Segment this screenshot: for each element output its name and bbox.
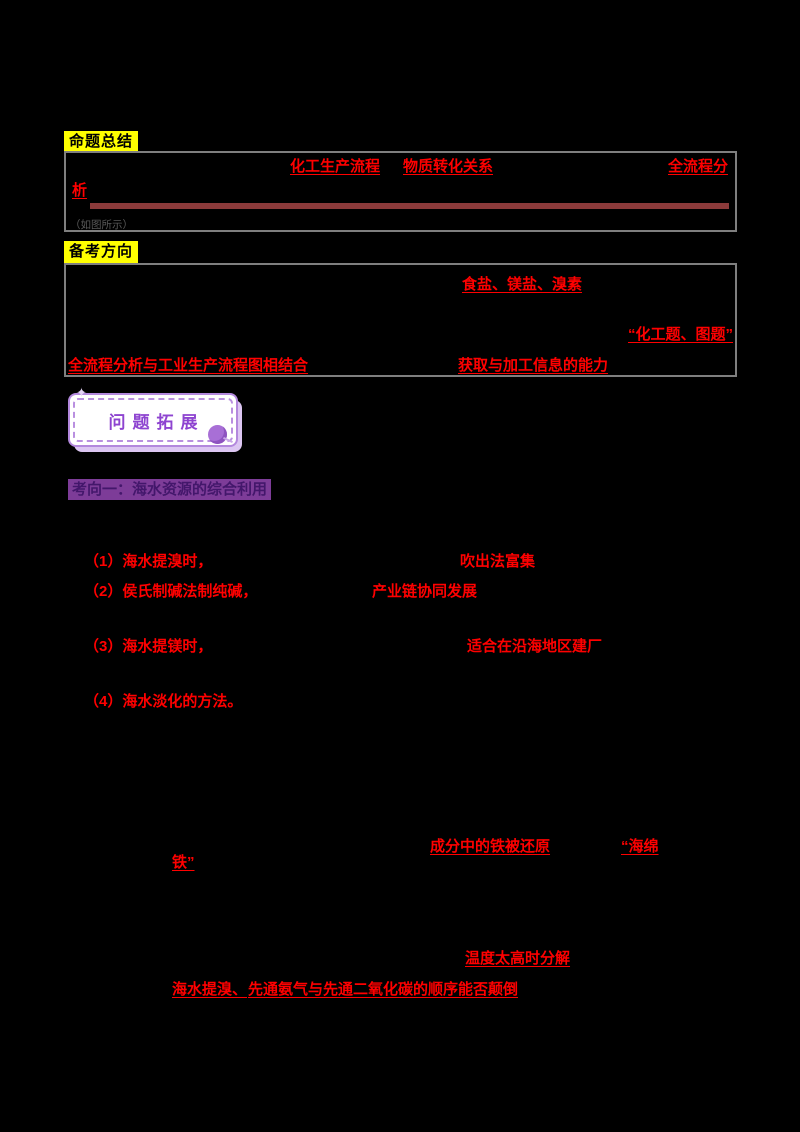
question-expansion-badge: 问题拓展 ✦ xyxy=(68,385,242,452)
note-bromine: 海水提溴、 xyxy=(172,981,248,998)
badge-frame: 问题拓展 xyxy=(68,393,238,447)
prep-heading: 备考方向 xyxy=(64,241,139,263)
summary-heading: 命题总结 xyxy=(64,131,139,153)
prep-box xyxy=(64,263,737,377)
question-2-keyword: 产业链协同发展 xyxy=(372,583,478,600)
balloon-icon xyxy=(208,425,227,444)
note-temperature: 温度太高时分解 xyxy=(465,950,571,967)
question-1-lead: （1）海水提溴时， xyxy=(84,553,213,570)
note-sponge-iron-close: 铁” xyxy=(172,854,195,871)
keyword-question-types: “化工题、图题” xyxy=(628,326,734,343)
keyword-substances: 食盐、镁盐、溴素 xyxy=(462,276,583,293)
summary-box xyxy=(64,151,737,232)
keyword-full-flow-2: 析 xyxy=(72,182,88,199)
keyword-full-flow-analysis: 全流程分析与工业生产流程图相结合 xyxy=(68,357,309,374)
keyword-substance-conversion: 物质转化关系 xyxy=(403,158,494,175)
figure-note: （如图所示） xyxy=(70,219,133,231)
note-sponge-iron-open: “海绵 xyxy=(621,838,659,855)
question-3-lead: （3）海水提镁时， xyxy=(84,638,213,655)
note-gas-order: 先通氨气与先通二氧化碳的顺序能否颠倒 xyxy=(248,981,519,998)
question-1-keyword: 吹出法富集 xyxy=(460,553,536,570)
keyword-process-flow: 化工生产流程 xyxy=(290,158,381,175)
topic-heading: 考向一：海水资源的综合利用 xyxy=(68,479,272,500)
question-3-keyword: 适合在沿海地区建厂 xyxy=(467,638,603,655)
question-2-lead: （2）侯氏制碱法制纯碱， xyxy=(84,583,258,600)
keyword-full-flow-1: 全流程分 xyxy=(668,158,729,175)
red-underline-strip xyxy=(90,203,729,209)
badge-label: 问题拓展 xyxy=(108,412,205,432)
sparkle-icon: ✦ xyxy=(76,385,87,400)
keyword-info-ability: 获取与加工信息的能力 xyxy=(458,357,609,374)
note-iron-reduced: 成分中的铁被还原 xyxy=(430,838,551,855)
question-4-lead: （4）海水淡化的方法。 xyxy=(84,693,243,710)
